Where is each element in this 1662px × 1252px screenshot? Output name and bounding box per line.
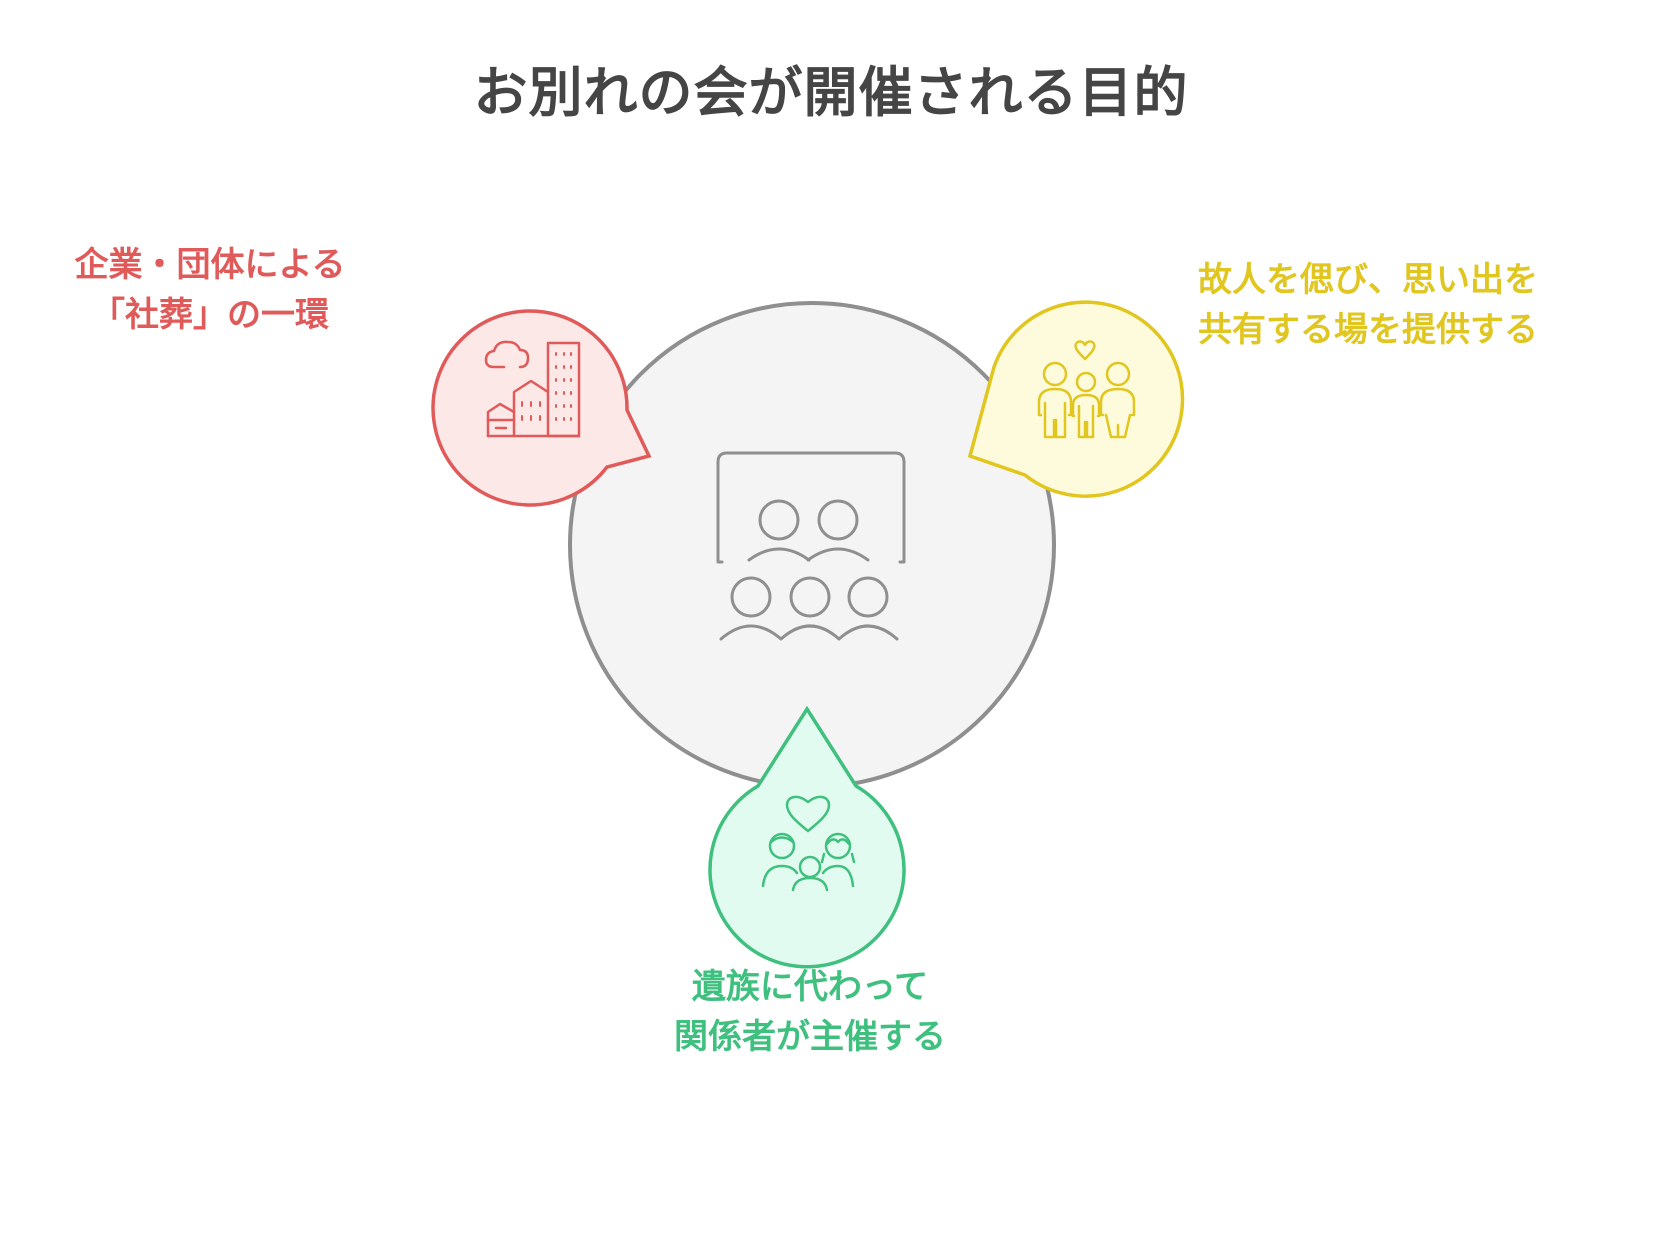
purpose-label-share-memories: 故人を偲び、思い出を 共有する場を提供する bbox=[1198, 255, 1628, 355]
page-title: お別れの会が開催される目的 bbox=[473, 61, 1189, 124]
green-drop bbox=[708, 705, 906, 969]
audience-presentation-icon bbox=[716, 451, 906, 641]
purpose-label-line: 企業・団体による bbox=[74, 245, 346, 285]
buildings-icon bbox=[484, 340, 581, 438]
purpose-label-organizers-host: 遺族に代わって 関係者が主催する bbox=[610, 962, 1010, 1062]
purpose-label-line: 遺族に代わって bbox=[691, 967, 929, 1007]
purpose-label-line: 関係者が主催する bbox=[674, 1017, 946, 1057]
purpose-label-corporate-funeral: 企業・団体による 「社葬」の一環 bbox=[40, 240, 380, 340]
purpose-label-line: 「社葬」の一環 bbox=[91, 295, 329, 335]
people-heart-icon bbox=[761, 795, 856, 892]
family-heart-icon bbox=[1037, 340, 1136, 439]
purpose-label-line: 共有する場を提供する bbox=[1198, 310, 1538, 350]
purpose-label-line: 故人を偲び、思い出を bbox=[1198, 260, 1538, 300]
